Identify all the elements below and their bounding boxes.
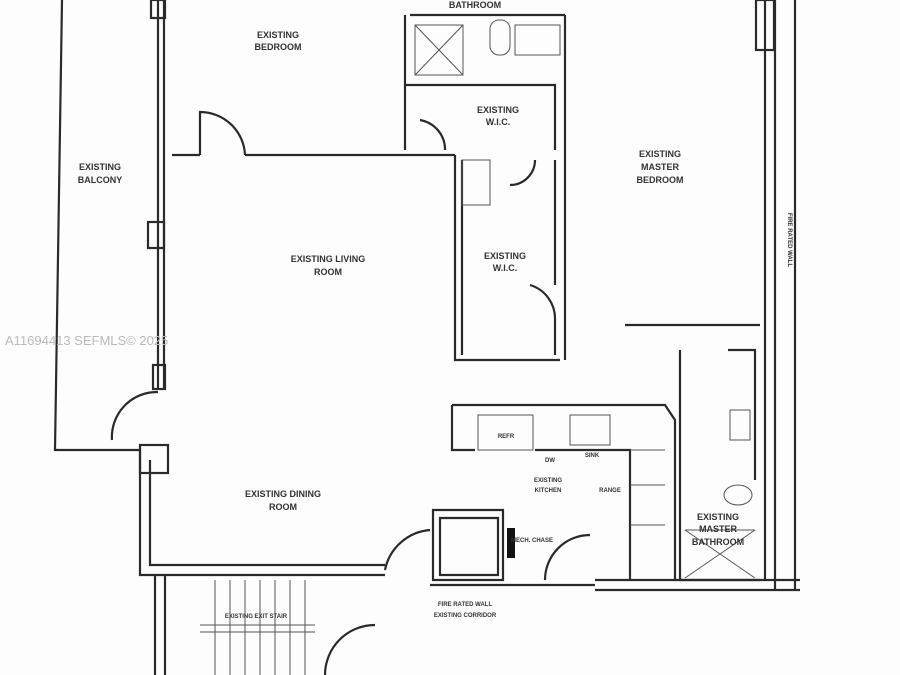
mech-chase-label: MECH. CHASE [511,538,553,544]
kitchen-label: KITCHEN [535,488,562,494]
balcony-label: EXISTING [79,162,121,172]
dining-room-label: ROOM [269,502,297,512]
corridor-label: EXISTING CORRIDOR [434,613,497,619]
balcony-label: BALCONY [78,175,123,185]
dishwasher-label: DW [545,458,555,464]
kitchen-label: EXISTING [534,478,562,484]
master-bath-label: EXISTING [697,512,739,522]
fire-wall-label: FIRE RATED WALL [786,213,792,268]
walls [53,0,800,675]
wic-label: EXISTING [477,105,519,115]
living-room-label: ROOM [314,267,342,277]
dining-room-label: EXISTING DINING [245,489,321,499]
bedroom-label: BEDROOM [255,42,302,52]
wic-label: W.I.C. [486,117,511,127]
bedroom-label: EXISTING [257,30,299,40]
bathroom-label: BATHROOM [449,0,501,10]
sink-label: SINK [585,453,600,459]
master-bedroom-label: BEDROOM [637,175,684,185]
watermark: A11694413 SEFMLS© 2025 [5,333,168,348]
wic-label: EXISTING [484,251,526,261]
stair-label: EXISTING EXIT STAIR [225,614,288,620]
room-labels: BATHROOM EXISTING BEDROOM EXISTING BALCO… [78,0,792,620]
master-bath-label: BATHROOM [692,537,744,547]
master-bedroom-label: MASTER [641,162,680,172]
range-label: RANGE [599,488,621,494]
refrigerator-label: REFR [498,434,515,440]
corridor-label: FIRE RATED WALL [438,602,493,608]
master-bedroom-label: EXISTING [639,149,681,159]
master-bath-label: MASTER [699,524,738,534]
wic-label: W.I.C. [493,263,518,273]
living-room-label: EXISTING LIVING [291,254,366,264]
